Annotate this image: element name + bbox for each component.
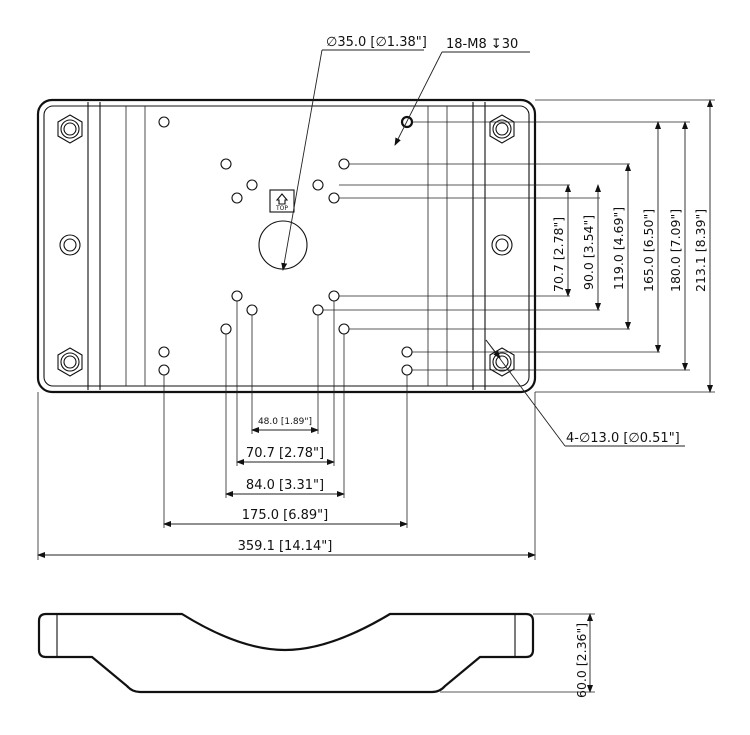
plate-side-view: [37, 612, 535, 694]
dim-h-70-7: 70.7 [2.78"]: [551, 184, 571, 297]
dim-h-60: 60.0 [2.36"]: [440, 613, 595, 698]
dim-h-119: 119.0 [4.69"]: [611, 163, 631, 330]
dim-w-48-label: 48.0 [1.89"]: [258, 417, 312, 427]
hole: [231, 192, 243, 204]
vertical-extension-lines: [323, 99, 715, 393]
mount-holes-label: 4-∅13.0 [∅0.51"]: [566, 431, 680, 446]
hole: [328, 192, 340, 204]
dim-h-70-7-label: 70.7 [2.78"]: [551, 217, 566, 292]
dim-h-119-label: 119.0 [4.69"]: [611, 207, 626, 290]
plate-top-view: [36, 98, 537, 394]
hex-nut-bottom-right: [489, 347, 515, 377]
hole: [401, 364, 413, 376]
hex-nut-top-right: [489, 114, 515, 144]
dim-h-90: 90.0 [3.54"]: [581, 184, 601, 311]
hex-nut-top-left: [57, 114, 83, 144]
hole: [401, 346, 413, 358]
threaded-holes: [158, 115, 414, 376]
dim-h-60-label: 60.0 [2.36"]: [574, 623, 589, 698]
hole: [220, 158, 232, 170]
dim-w-48: 48.0 [1.89"]: [251, 417, 319, 433]
side-boss-left: [59, 234, 81, 256]
threaded-holes-label: 18-M8 ↧30: [446, 37, 518, 52]
hole: [338, 323, 350, 335]
center-cable-hole: [258, 220, 308, 270]
hole: [312, 179, 324, 191]
hole: [312, 304, 324, 316]
dim-h-180-label: 180.0 [7.09"]: [668, 209, 683, 292]
dim-h-90-label: 90.0 [3.54"]: [581, 215, 596, 290]
dim-w-359-1-label: 359.1 [14.14"]: [238, 539, 333, 554]
threaded-holes-callout: 18-M8 ↧30: [394, 37, 530, 146]
center-hole-label: ∅35.0 [∅1.38"]: [326, 35, 427, 50]
dim-w-70-7-label: 70.7 [2.78"]: [246, 446, 324, 461]
dim-w-84: 84.0 [3.31"]: [225, 478, 345, 497]
dim-w-175: 175.0 [6.89"]: [163, 508, 408, 527]
horizontal-extension-lines: [37, 301, 536, 560]
hole: [158, 346, 170, 358]
top-direction-marker: TOP: [269, 189, 295, 213]
dim-w-84-label: 84.0 [3.31"]: [246, 478, 324, 493]
hole: [338, 158, 350, 170]
dim-h-213-1-label: 213.1 [8.39"]: [693, 209, 708, 292]
hole: [328, 290, 340, 302]
hole: [246, 179, 258, 191]
mount-holes-callout: 4-∅13.0 [∅0.51"]: [485, 339, 685, 447]
dim-h-213-1: 213.1 [8.39"]: [693, 99, 713, 393]
hole: [158, 364, 170, 376]
dim-w-175-label: 175.0 [6.89"]: [242, 508, 328, 523]
dim-w-70-7: 70.7 [2.78"]: [236, 446, 335, 465]
hole: [158, 116, 170, 128]
dim-w-359-1: 359.1 [14.14"]: [37, 539, 536, 558]
hex-nut-bottom-left: [57, 347, 83, 377]
hole: [220, 323, 232, 335]
side-boss-right: [491, 234, 513, 256]
hole: [231, 290, 243, 302]
center-hole-callout: ∅35.0 [∅1.38"]: [281, 35, 427, 271]
top-marker-label: TOP: [275, 205, 288, 212]
dim-h-180: 180.0 [7.09"]: [668, 121, 688, 371]
dim-h-165: 165.0 [6.50"]: [641, 121, 661, 353]
hole: [246, 304, 258, 316]
dim-h-165-label: 165.0 [6.50"]: [641, 209, 656, 292]
